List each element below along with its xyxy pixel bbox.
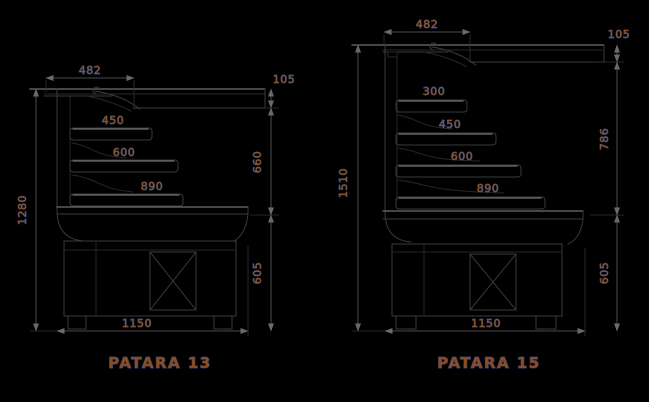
p15-shelves: [395, 99, 546, 210]
p15-base: [391, 243, 563, 330]
p15-shelf-3-dim: 600: [451, 150, 474, 163]
p15-back-panel: [384, 44, 412, 243]
patara-13-drawing: 482 105 660 605 1280 1150 450 600 890: [16, 64, 296, 373]
p13-overall-height-dim: 1280: [16, 195, 29, 225]
p15-shelf-2-dim: 450: [439, 118, 462, 131]
p15-opening-height-dim: 786: [598, 128, 611, 151]
p15-shelf-1-dim: 300: [423, 85, 446, 98]
p15-overall-height-dim: 1510: [337, 168, 350, 198]
p15-canopy-height-dim: 105: [608, 28, 631, 41]
p13-overall-depth-dim: 1150: [122, 317, 152, 330]
p13-base: [63, 240, 237, 330]
p15-shelf-4-dim: 890: [477, 182, 500, 195]
p13-back-panel: [56, 88, 85, 242]
p15-canopy-depth-dim: 482: [416, 18, 439, 31]
p13-base-height-dim: 605: [251, 262, 264, 285]
patara-15-drawing: 482 105 786 605 1510 1150 300 450 600 89…: [337, 18, 631, 373]
p13-shelf-2-dim: 600: [113, 146, 136, 159]
patara-15-title: PATARA 15: [437, 354, 541, 372]
p15-overall-depth-dim: 1150: [471, 317, 501, 330]
p13-opening-height-dim: 660: [251, 151, 264, 174]
p15-counter: [382, 210, 584, 245]
patara-13-title: PATARA 13: [108, 354, 212, 372]
p13-dimensions: 482 105 660 605 1280 1150 450 600 890: [16, 64, 295, 336]
p13-shelf-1-dim: 450: [102, 114, 125, 127]
p13-canopy: [29, 86, 266, 112]
p13-canopy-depth-dim: 482: [79, 64, 102, 77]
p15-canopy: [351, 42, 605, 68]
p13-canopy-height-dim: 105: [273, 73, 296, 86]
p15-dimensions: 482 105 786 605 1510 1150 300 450 600 89…: [337, 18, 630, 336]
p15-base-height-dim: 605: [598, 262, 611, 285]
p13-shelf-3-dim: 890: [141, 180, 164, 193]
p13-counter: [56, 206, 249, 242]
p13-shelves: [69, 127, 184, 207]
